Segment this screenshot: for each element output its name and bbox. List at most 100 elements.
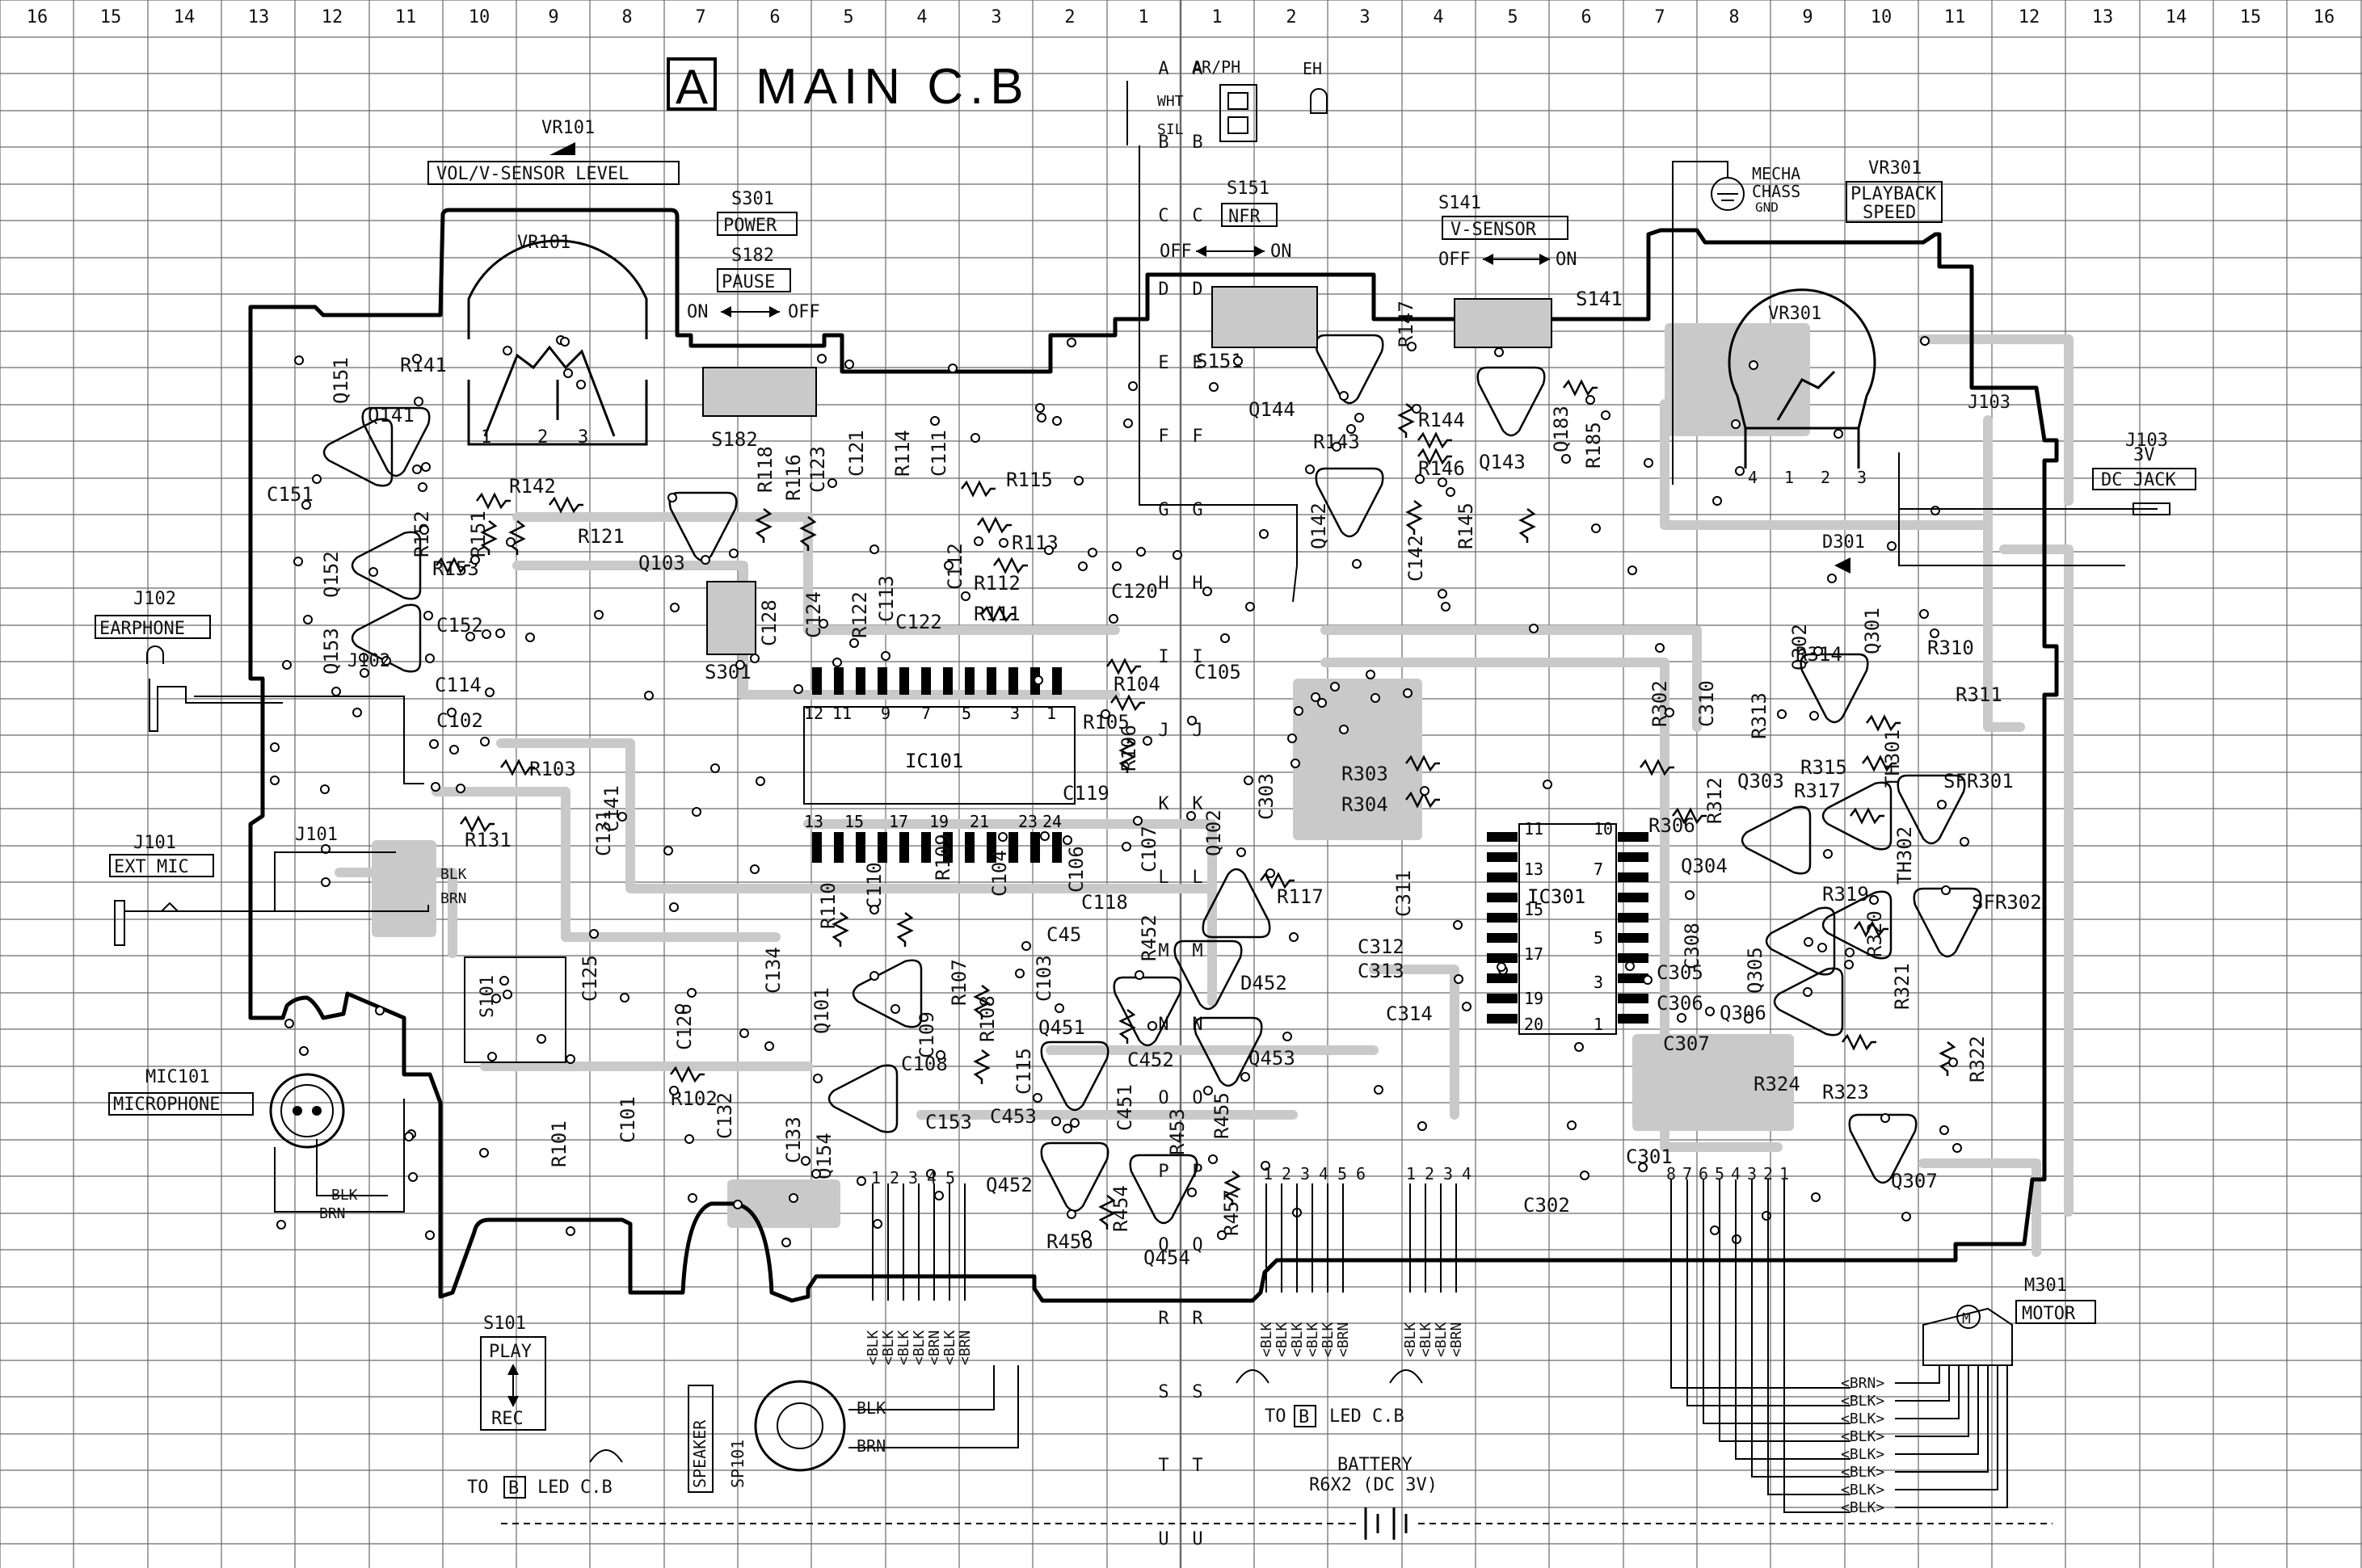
component-label: R312 <box>1703 777 1726 824</box>
resistor-symbol <box>1842 1033 1876 1051</box>
connector-pin: 2 <box>1282 1164 1291 1183</box>
ic101-pin <box>856 832 865 863</box>
battery: BATTERY R6X2 (DC 3V) <box>501 1455 2053 1540</box>
via <box>368 567 378 577</box>
via <box>480 737 490 746</box>
component-label: Q153 <box>320 628 343 675</box>
component-label: C110 <box>863 862 886 909</box>
via <box>423 611 433 620</box>
motor-wire <box>1895 1365 2008 1508</box>
transistor-outline <box>1476 366 1546 437</box>
vr301-block: VR301 PLAYBACK SPEED VR301 MECHA CHASS G… <box>1672 158 2196 574</box>
ic301-pin-number: 1 <box>1594 1015 1603 1034</box>
row-label-left: E <box>1158 353 1168 373</box>
component-label: R114 <box>891 430 914 477</box>
via <box>1735 466 1745 476</box>
via <box>675 1004 684 1014</box>
via <box>1067 1209 1076 1219</box>
component-label: Q151 <box>330 357 352 404</box>
via <box>456 784 465 793</box>
mecha-1: MECHA <box>1752 164 1800 183</box>
via <box>294 355 304 365</box>
connector-pin: 2 <box>1763 1164 1773 1183</box>
via <box>1123 418 1133 428</box>
motor-wire-label: <BLK> <box>1841 1393 1884 1410</box>
resistor-symbol <box>1563 379 1598 397</box>
row-label-left: C <box>1158 206 1168 226</box>
resistor-symbol <box>1850 807 1884 825</box>
s182-function: PAUSE <box>722 272 775 292</box>
title-text: MAIN C.B <box>756 59 1030 115</box>
via <box>560 337 570 347</box>
component-label: C118 <box>1081 891 1128 914</box>
j102-name-top: J102 <box>133 589 176 609</box>
resistor-symbol <box>1106 658 1141 675</box>
transistor-outline <box>361 406 431 477</box>
via <box>813 1074 823 1083</box>
component-label: R145 <box>1455 502 1477 549</box>
via <box>491 994 501 1003</box>
via <box>320 784 330 794</box>
s301-switch <box>706 581 756 655</box>
resistor-symbol <box>549 496 583 514</box>
via <box>425 1230 435 1240</box>
component-label: C123 <box>806 446 829 493</box>
motor-wire-label: <BRN> <box>1841 1375 1884 1392</box>
transistor-outline <box>322 418 394 487</box>
via <box>974 536 983 546</box>
via <box>1135 970 1144 980</box>
component-label: C152 <box>436 614 483 637</box>
component-label: R317 <box>1794 780 1841 802</box>
row-label-left: R <box>1158 1309 1169 1329</box>
via <box>1412 404 1421 414</box>
component-label: R304 <box>1341 793 1388 816</box>
plug-wire-label: <BRN <box>1448 1322 1465 1357</box>
via <box>881 651 890 661</box>
component-label: D452 <box>1240 972 1287 994</box>
component-label: C313 <box>1358 960 1404 982</box>
s101-name-board: S101 <box>478 975 498 1018</box>
j103-function: DC JACK <box>2101 470 2176 490</box>
via <box>999 538 1008 548</box>
resistor-symbol <box>1405 755 1440 772</box>
plug-wire-label: <BLK <box>1274 1322 1290 1357</box>
column-label: 10 <box>469 7 491 27</box>
connector-pin: 1 <box>1406 1164 1416 1183</box>
component-label: R122 <box>848 591 871 638</box>
row-label-right: R <box>1192 1309 1203 1329</box>
via <box>849 638 859 648</box>
via <box>282 660 292 670</box>
via <box>1454 974 1463 984</box>
resistor-symbol <box>1672 807 1707 825</box>
j101-function: EXT MIC <box>114 857 189 877</box>
s141-on: ON <box>1556 250 1577 270</box>
to-led-mid-b: B <box>1299 1407 1309 1427</box>
resistor-symbol <box>480 520 498 555</box>
row-label-left: T <box>1158 1456 1168 1476</box>
via <box>293 557 303 566</box>
via <box>421 462 431 472</box>
via <box>1627 565 1637 575</box>
via <box>764 1041 774 1051</box>
via <box>1133 816 1143 826</box>
motor-wire <box>1703 1179 1850 1424</box>
s141-off: OFF <box>1438 250 1471 270</box>
plug-wire-label: <BLK <box>895 1330 912 1365</box>
resistor-symbol <box>1417 431 1452 449</box>
j103-name-top: J103 <box>2125 431 2168 451</box>
ic101-pin <box>899 667 909 695</box>
plug-wire-label: <BLK <box>1320 1322 1337 1357</box>
ic101-pin-number: 21 <box>970 812 989 831</box>
ic101-pin-number: 5 <box>962 704 971 723</box>
plug-wire-label: <BRN <box>1335 1322 1352 1357</box>
via <box>594 610 604 620</box>
plug-wire-labels: <BLK<BLK<BLK<BLK<BRN<BLK<BRN<BLK<BLK<BLK… <box>865 1183 1465 1365</box>
motor-wire-labels: <BRN><BLK><BLK><BLK><BLK><BLK><BLK><BLK> <box>1670 1179 2008 1516</box>
via <box>482 629 491 639</box>
row-label-left: A <box>1158 59 1168 79</box>
component-label: Q451 <box>1038 1016 1085 1039</box>
row-label-right: O <box>1192 1088 1202 1108</box>
component-label: C302 <box>1523 1194 1570 1217</box>
component-label: R452 <box>1138 914 1160 961</box>
via <box>1919 609 1929 619</box>
